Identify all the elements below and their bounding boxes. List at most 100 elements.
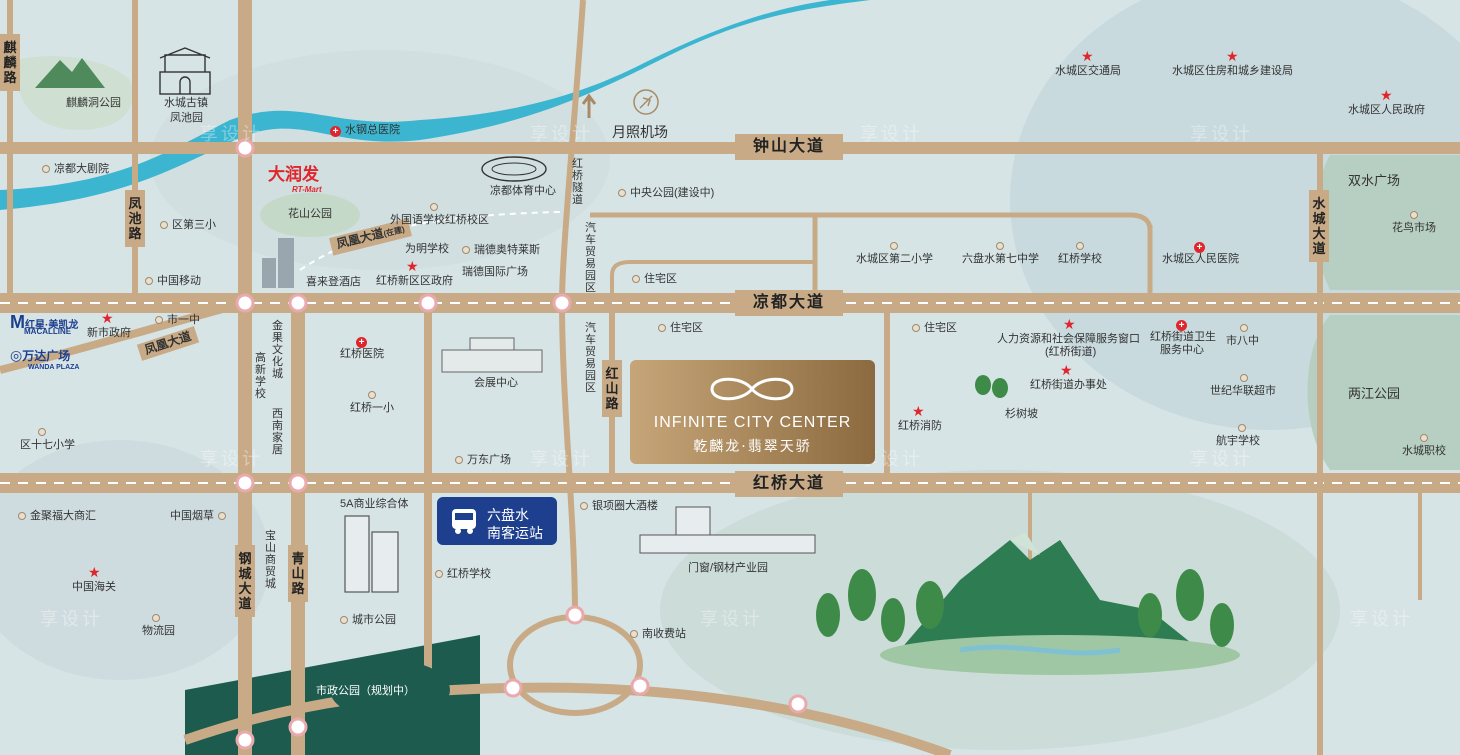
poi-text: 航宇学校 [1216, 435, 1260, 447]
star-icon: ★ [406, 258, 419, 274]
road-label-jinguo: 金果文化城 [272, 320, 283, 380]
poi-sc-gov: ★水城区人民政府 [1348, 87, 1425, 117]
poi-dot-icon [218, 512, 226, 520]
brand-text: 大润发 [268, 165, 319, 184]
poi-shaoshu: 杉树坡 [1005, 408, 1038, 420]
poi-text: 世纪华联超市 [1210, 385, 1276, 397]
poi-text: 红桥学校 [1058, 253, 1102, 265]
project-name-en: INFINITE CITY CENTER [653, 414, 852, 431]
poi-dot-icon [462, 246, 470, 254]
poi-text: 住宅区 [924, 322, 957, 334]
watermark: 享设计 [860, 449, 923, 469]
road-label-text: 凤池路 [128, 196, 142, 241]
poi-ruide-outlets: 瑞德奥特莱斯 [462, 244, 540, 257]
poi-dot-icon [632, 275, 640, 283]
poi-shuigang-hospital: +水钢总医院 [330, 124, 400, 137]
project-card[interactable]: INFINITE CITY CENTER 乾麟龙·翡翠天骄 [630, 360, 875, 464]
poi-text: 新市政府 [87, 327, 131, 339]
star-icon: ★ [1226, 48, 1239, 64]
star-icon: ★ [1081, 48, 1094, 64]
plane-icon [633, 89, 659, 115]
building-icon [262, 238, 294, 288]
poi-liangdu-theater: 凉都大剧院 [42, 163, 109, 176]
poi-dot-icon [890, 242, 898, 250]
poi-residential-1: 住宅区 [632, 273, 677, 286]
road-label-qilin: 麒麟路 [0, 34, 20, 91]
poi-hr-center: ★人力资源和社会保障服务窗口(红桥街道) [997, 317, 1140, 359]
poi-text: 服务中心 [1160, 344, 1204, 356]
poi-dot-icon [1238, 424, 1246, 432]
road-label-text: 麒麟路 [3, 40, 17, 85]
bus-icon [452, 509, 476, 534]
poi-text: 南收费站 [642, 628, 686, 640]
watermark: 享设计 [700, 609, 763, 629]
poi-ruide-plaza: 瑞德国际广场 [462, 266, 528, 278]
poi-district17: 区十七小学 [20, 426, 75, 452]
building-icon [441, 337, 543, 373]
huashan-park-area [260, 193, 360, 237]
poi-text: 水城区住房和城乡建设局 [1172, 65, 1293, 77]
poi-jinjufu: 金聚福大商汇 [18, 510, 96, 523]
road-label-shuicheng: 水城大道 [1309, 190, 1329, 262]
poi-text: 中央公园(建设中) [630, 187, 715, 199]
watermark: 享设计 [860, 124, 923, 144]
poi-text: 物流园 [142, 625, 175, 637]
watermark: 享设计 [530, 449, 593, 469]
watermark: 享设计 [530, 124, 593, 144]
bus-station-card[interactable]: 六盘水 南客运站 [437, 497, 557, 545]
poi-text: 凉都大剧院 [54, 163, 109, 175]
poi-residential-3: 住宅区 [912, 322, 957, 335]
tree-icon [816, 375, 1234, 647]
poi-hangyu-school: 航宇学校 [1216, 422, 1260, 448]
hospital-icon: + [1176, 320, 1187, 331]
river [0, 0, 870, 210]
poi-dot-icon [368, 391, 376, 399]
poi-text: 瑞德奥特莱斯 [474, 244, 540, 256]
poi-airport: 月照机场 [612, 124, 668, 140]
poi-text: 红桥学校 [447, 568, 491, 580]
poi-dot-icon [455, 456, 463, 464]
road-label-auto-trade-1: 汽车贸易园区 [585, 222, 596, 294]
poi-hongqiao-gov: ★红桥新区区政府 [376, 258, 453, 288]
poi-expo-center: 会展中心 [474, 377, 518, 389]
road-label-text: 水城大道 [1312, 196, 1326, 256]
poi-text: 水城区第二小学 [856, 253, 933, 265]
project-name-cn: 乾麟龙·翡翠天骄 [693, 439, 812, 455]
poi-municipal-park: 市政公园（规划中） [316, 685, 415, 697]
poi-qilin-park: 麒麟洞公园 [66, 97, 121, 109]
poi-dot-icon [1240, 324, 1248, 332]
poi-dot-icon [152, 614, 160, 622]
star-icon: ★ [1380, 87, 1393, 103]
poi-sc-hospital: +水城区人民医院 [1162, 240, 1239, 266]
star-icon: ★ [1060, 362, 1073, 378]
poi-text: 人力资源和社会保障服务窗口 [997, 333, 1140, 345]
poi-dot-icon [1410, 211, 1418, 219]
poi-text: 红桥新区区政府 [376, 275, 453, 287]
poi-shuangshui: 双水广场 [1348, 173, 1401, 188]
poi-text: 住宅区 [670, 322, 703, 334]
poi-text: 市一中 [167, 314, 200, 326]
road-label-text: 青山路 [291, 551, 305, 596]
poi-dot-icon [996, 242, 1004, 250]
road-label-text: 钢城大道 [238, 551, 252, 611]
macalline-logo-icon: M [10, 312, 25, 332]
poi-china-customs: ★中国海关 [72, 565, 116, 594]
poi-dot-icon [1240, 374, 1248, 382]
poi-text: 城市公园 [352, 614, 396, 626]
poi-dot-icon [1420, 434, 1428, 442]
poi-text: 六盘水第七中学 [962, 253, 1039, 265]
road-label-gangcheng: 钢城大道 [235, 545, 255, 617]
poi-xilai-hotel: 喜来登酒店 [306, 276, 361, 288]
poi-text: 外国语学校红桥校区 [390, 214, 489, 226]
poi-text: 金聚福大商汇 [30, 510, 96, 522]
poi-hq-primary1: 红桥一小 [350, 389, 394, 415]
shuangshui-park-area [1315, 155, 1460, 290]
poi-text: 水钢总医院 [345, 124, 400, 136]
poi-dot-icon [1076, 242, 1084, 250]
poi-logistics: 物流园 [142, 612, 175, 638]
road-label-gaoxin: 高新学校 [255, 352, 266, 400]
brand-subtext: MACALLINE [24, 327, 72, 336]
